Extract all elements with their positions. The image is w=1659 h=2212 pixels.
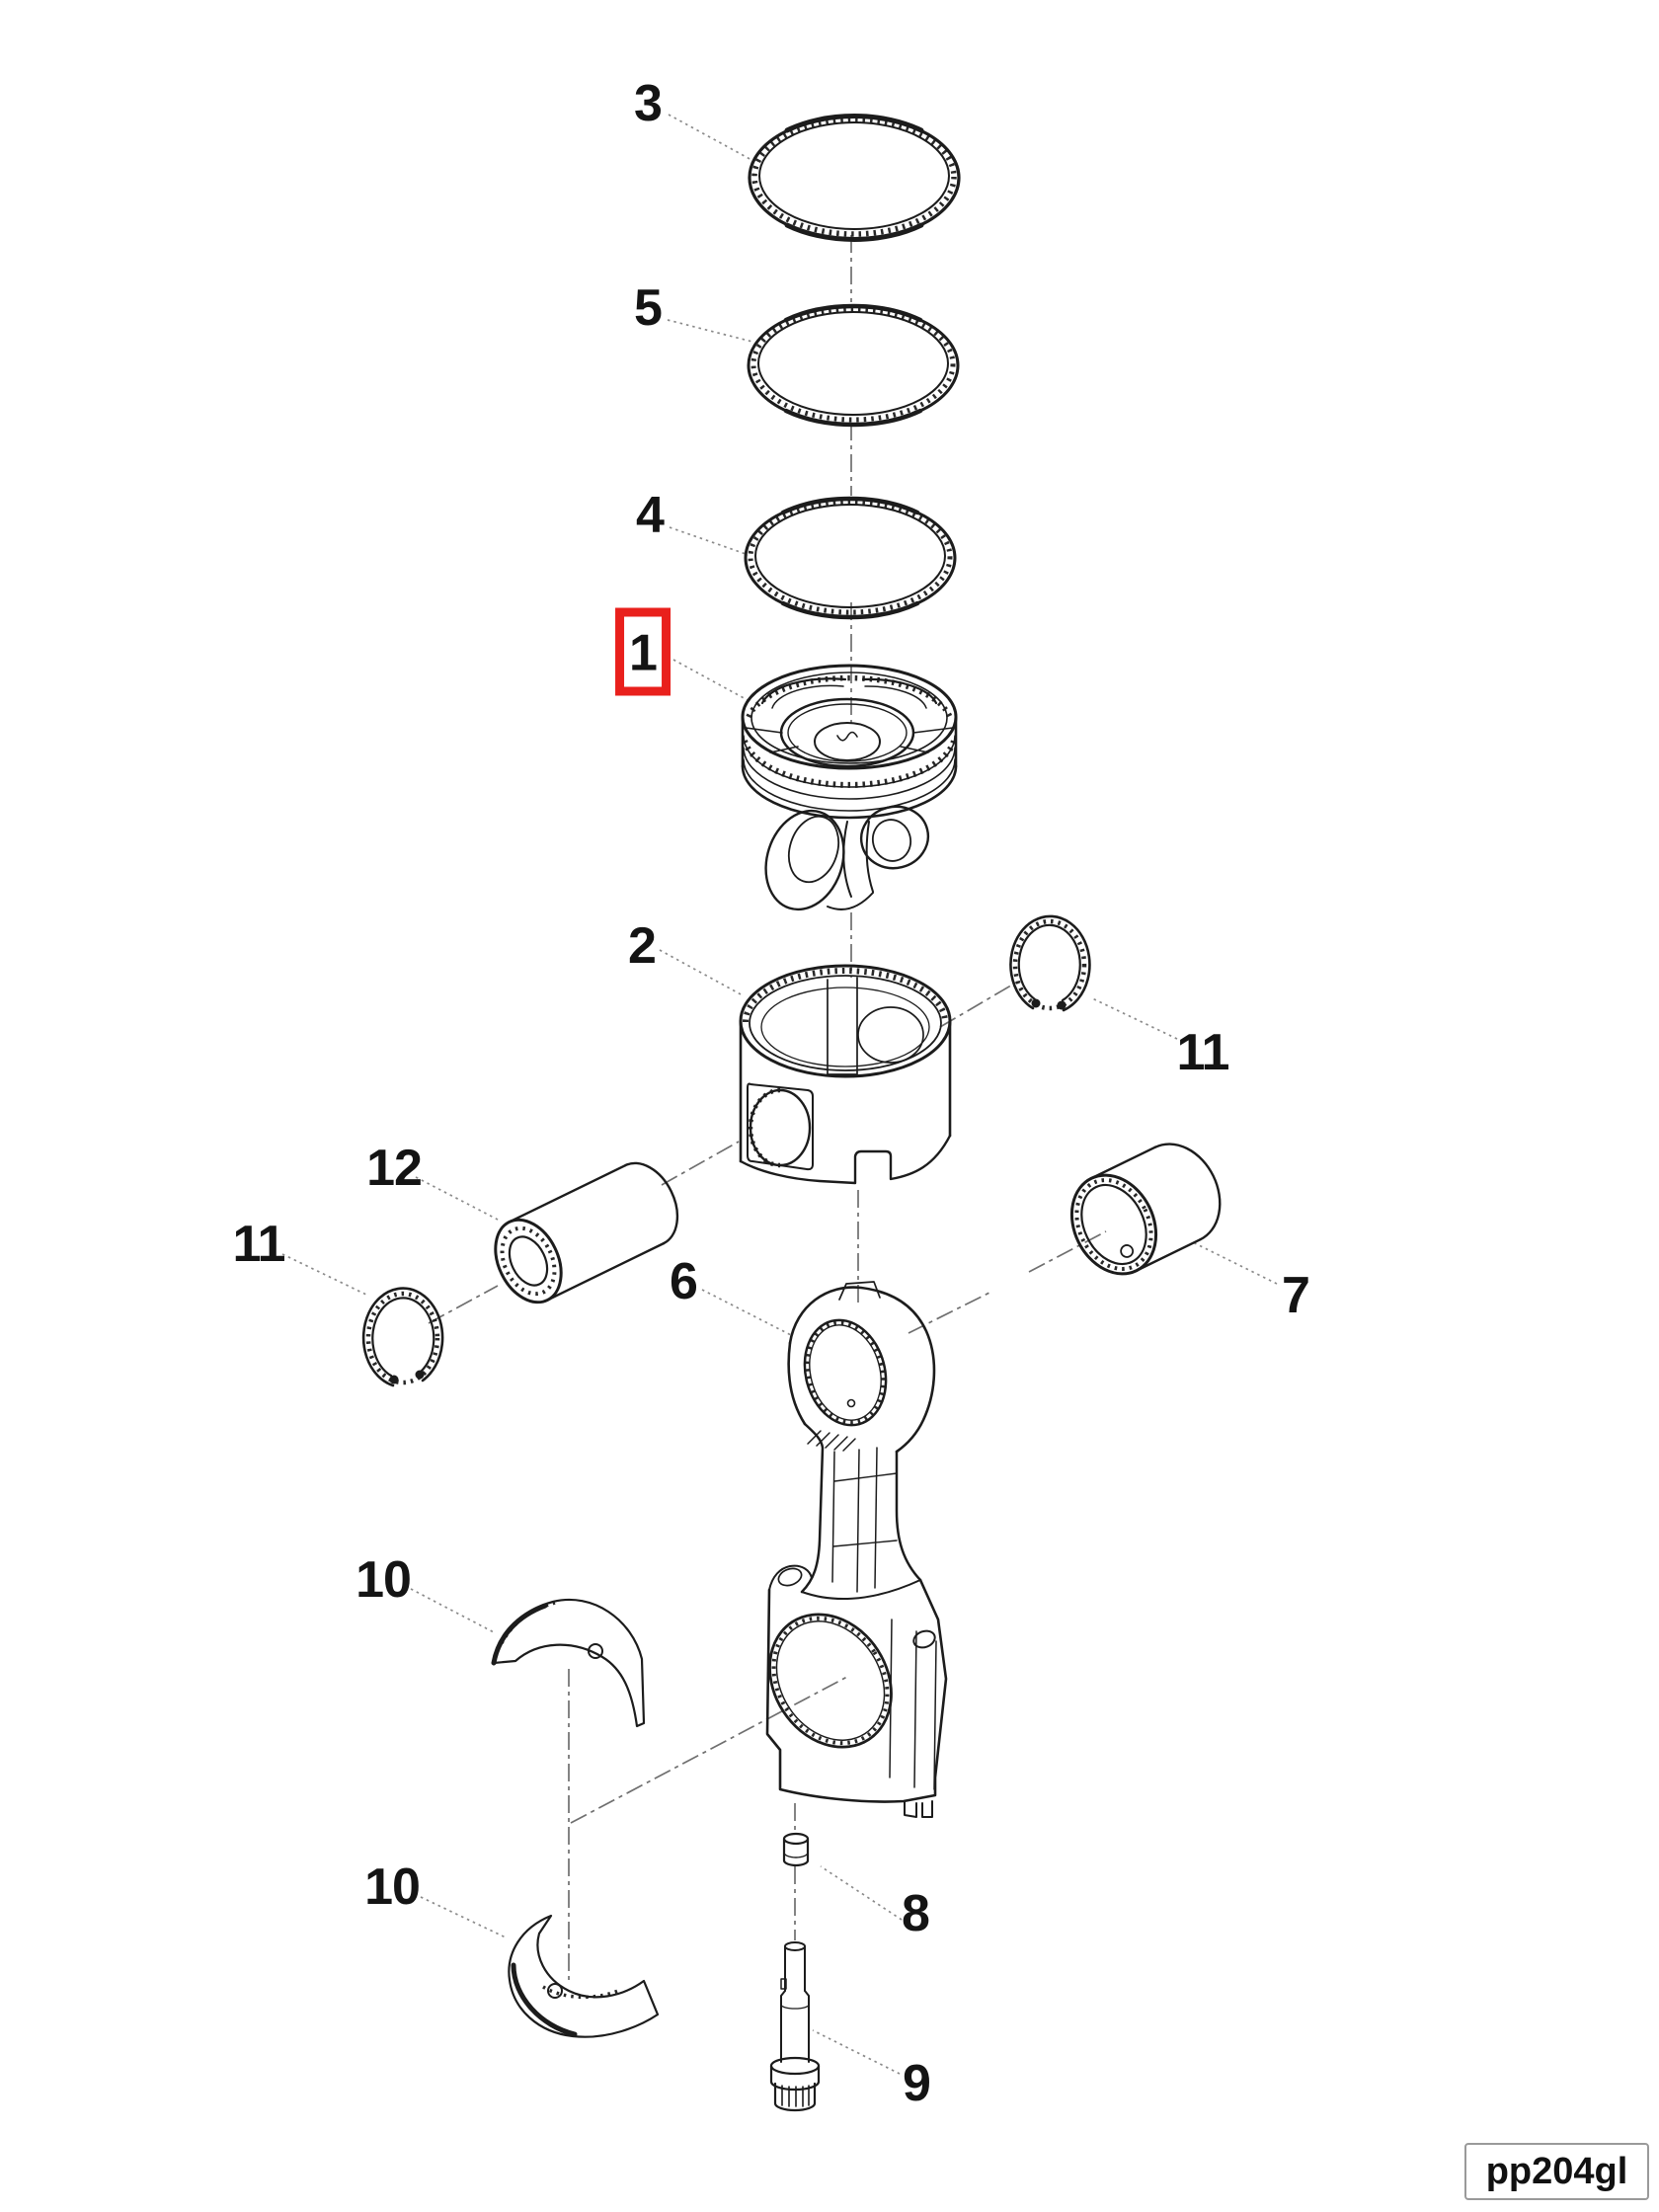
callout-4[interactable]: 4 (636, 487, 665, 544)
part-10-bearing-shell-lower (508, 1914, 660, 2038)
callout-8[interactable]: 8 (902, 1885, 930, 1942)
callout-10-upper[interactable]: 10 (356, 1551, 412, 1609)
part-11-snap-ring-left (361, 1287, 444, 1387)
callout-3[interactable]: 3 (634, 75, 663, 132)
part-1-piston-crown (741, 664, 958, 911)
callout-11-left[interactable]: 11 (232, 1216, 286, 1273)
callout-6[interactable]: 6 (670, 1253, 698, 1310)
part-7-bushing (1069, 1143, 1222, 1276)
part-8-dowel-sleeve (782, 1832, 810, 1867)
leader-lines (281, 114, 1278, 2075)
callout-9[interactable]: 9 (903, 2055, 931, 2112)
callout-2[interactable]: 2 (628, 917, 657, 975)
part-9-rod-bolt (769, 1941, 821, 2112)
part-4-piston-ring (744, 496, 957, 620)
callout-10-lower[interactable]: 10 (364, 1858, 421, 1916)
part-11-snap-ring-right (1009, 914, 1091, 1012)
callout-12[interactable]: 12 (366, 1140, 423, 1197)
part-10-bearing-shell-upper (491, 1598, 646, 1728)
part-6-connecting-rod (765, 1281, 948, 1818)
callout-7[interactable]: 7 (1282, 1267, 1310, 1324)
drawing-code: pp204gl (1485, 2150, 1628, 2192)
part-2-piston-skirt (739, 964, 952, 1185)
part-3-piston-ring (748, 114, 961, 242)
part-5-piston-ring (747, 303, 960, 428)
callout-1-highlighted[interactable]: 1 (615, 607, 671, 696)
part-12-piston-pin (494, 1161, 679, 1304)
drawing-code-box: pp204gl (1464, 2143, 1649, 2200)
callout-5[interactable]: 5 (634, 279, 663, 337)
callout-11-right[interactable]: 11 (1176, 1024, 1230, 1081)
